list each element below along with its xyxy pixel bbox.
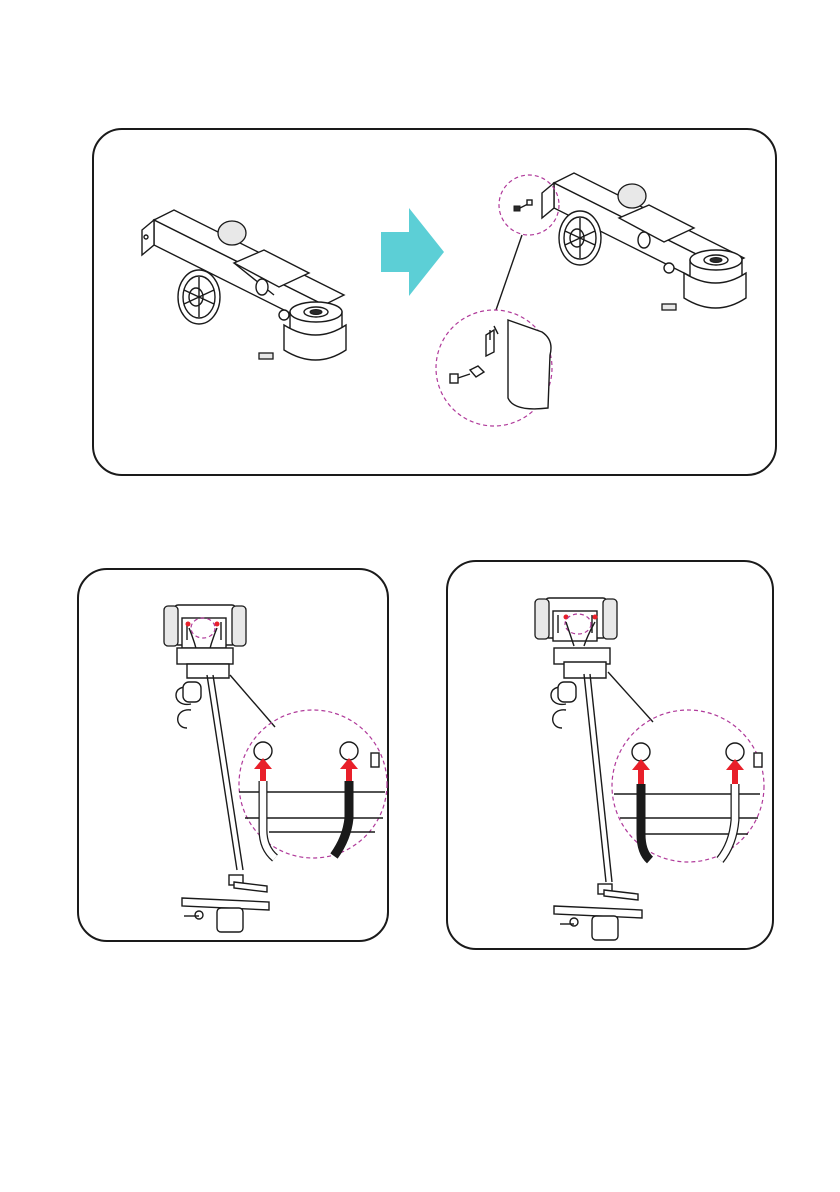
cable-connection-panel-left [77, 568, 389, 942]
cable-drawing-right [448, 562, 776, 952]
insert-arrow-icon [632, 759, 650, 784]
machine-base-icon [542, 173, 746, 310]
cable-drawing-left [79, 570, 391, 944]
right-arrow-icon [381, 208, 444, 296]
assembly-step-panel [92, 128, 777, 476]
cable-detail-icon [239, 710, 387, 858]
bolt-detail-icon [436, 310, 552, 426]
insert-arrow-icon [254, 758, 272, 781]
assembly-step-drawing [94, 130, 779, 478]
insert-arrow-icon [726, 759, 744, 784]
cable-connection-panel-right [446, 560, 774, 950]
machine-base-icon [142, 210, 346, 360]
insert-arrow-icon [340, 758, 358, 781]
cable-detail-icon [612, 710, 764, 862]
